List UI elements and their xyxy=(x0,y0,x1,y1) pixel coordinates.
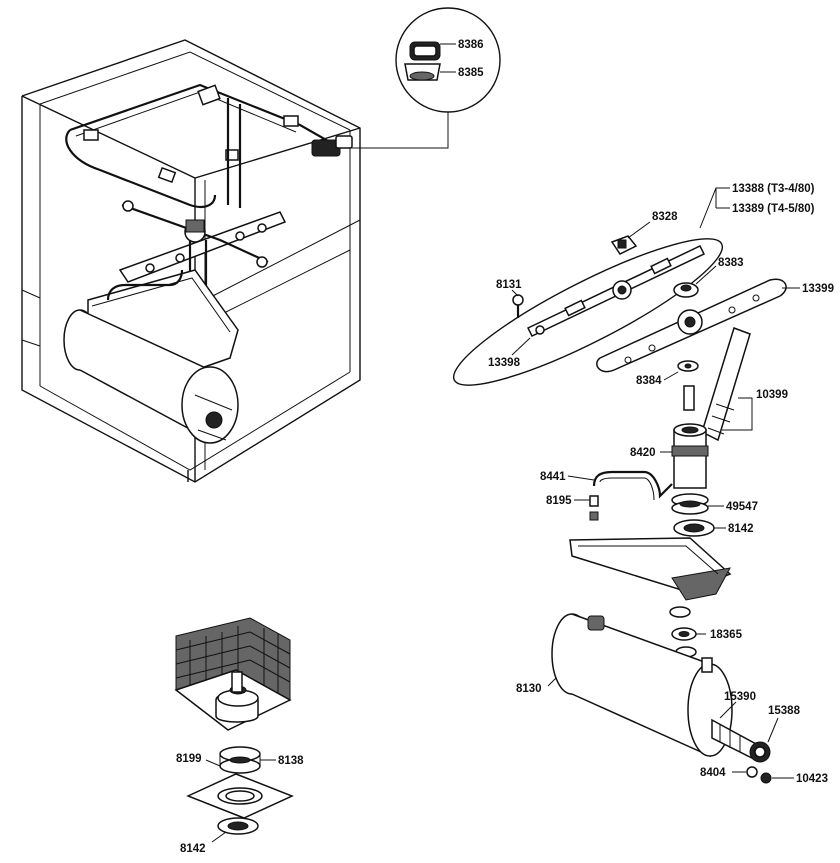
label-8386: 8386 xyxy=(458,39,484,51)
label-8385: 8385 xyxy=(458,67,484,79)
label-8441: 8441 xyxy=(540,471,566,483)
label-8131: 8131 xyxy=(496,279,522,291)
label-10399: 10399 xyxy=(756,389,788,401)
dishwasher-cabinet xyxy=(21,39,361,483)
label-13399: 13399 xyxy=(802,283,834,295)
label-8404: 8404 xyxy=(700,767,726,779)
label-8420: 8420 xyxy=(630,447,656,459)
label-8130: 8130 xyxy=(516,683,542,695)
filter-assembly: 8138 8199 8142 xyxy=(174,617,304,855)
label-18365: 18365 xyxy=(710,629,743,641)
label-8142-upper: 8142 xyxy=(728,523,754,535)
label-8199: 8199 xyxy=(176,753,202,765)
label-8328: 8328 xyxy=(652,211,678,223)
label-8142-lower: 8142 xyxy=(180,843,206,855)
label-15390: 15390 xyxy=(724,691,756,703)
label-13388: 13388 (T3-4/80) xyxy=(732,183,815,195)
label-8138: 8138 xyxy=(278,755,304,767)
label-15388: 15388 xyxy=(768,705,801,717)
label-13398: 13398 xyxy=(488,357,521,369)
label-8195: 8195 xyxy=(546,495,572,507)
label-49547: 49547 xyxy=(726,501,758,513)
label-10423: 10423 xyxy=(796,773,828,785)
label-13389: 13389 (T4-5/80) xyxy=(732,203,815,215)
float-detail-inset: 8386 8385 xyxy=(311,7,501,157)
spray-arm-exploded: 8328 8131 13398 13388 (T3-4/80) 13389 (T… xyxy=(452,183,834,785)
label-8383: 8383 xyxy=(718,257,744,269)
label-8384: 8384 xyxy=(636,375,662,387)
